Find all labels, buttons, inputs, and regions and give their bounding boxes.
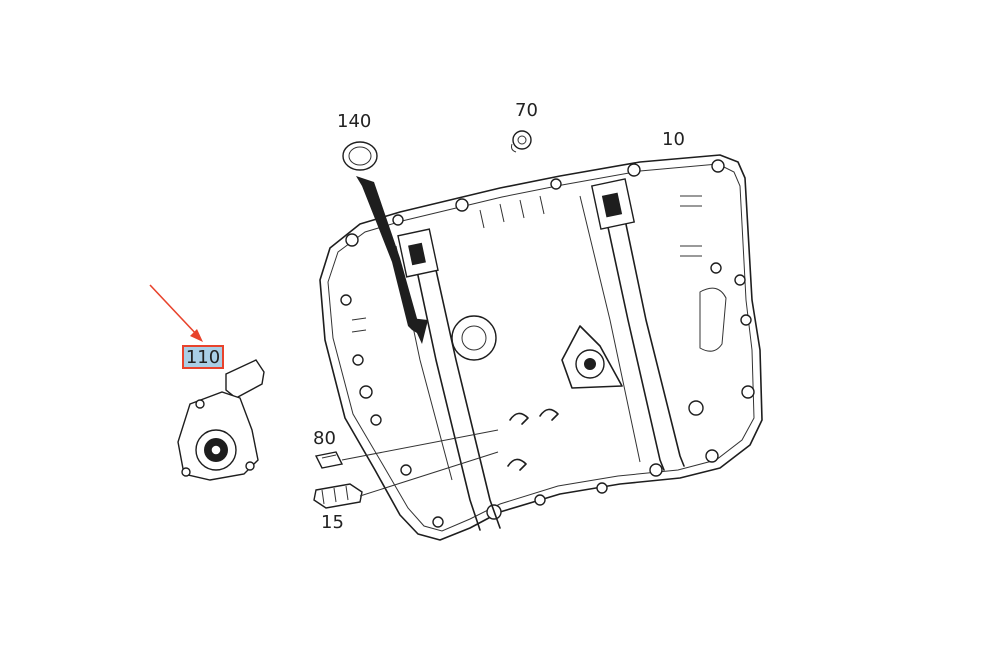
panel-ribs <box>351 195 702 333</box>
highlight-arrow <box>149 284 203 342</box>
glass-clamps <box>397 178 636 278</box>
part-70-fastener <box>511 130 532 153</box>
part-label-70[interactable]: 70 <box>515 100 538 121</box>
panel-clips <box>507 287 727 471</box>
part-label-15[interactable]: 15 <box>321 512 344 533</box>
arrowhead <box>410 318 428 344</box>
part-label-10[interactable]: 10 <box>662 129 685 150</box>
part-label-140[interactable]: 140 <box>337 111 372 132</box>
part-110-window-motor <box>177 359 265 481</box>
part-140-grommet <box>342 141 378 171</box>
center-pulley-mount <box>451 315 623 389</box>
door-module-carrier <box>319 154 763 541</box>
part-15-bracket <box>313 451 499 509</box>
mounting-holes <box>340 159 755 528</box>
part-80-clip <box>314 429 499 469</box>
part-140-install-arrow <box>356 176 422 336</box>
part-label-80[interactable]: 80 <box>313 428 336 449</box>
regulator-rails <box>395 185 685 531</box>
part-label-110-highlighted[interactable]: 110 <box>182 345 224 369</box>
